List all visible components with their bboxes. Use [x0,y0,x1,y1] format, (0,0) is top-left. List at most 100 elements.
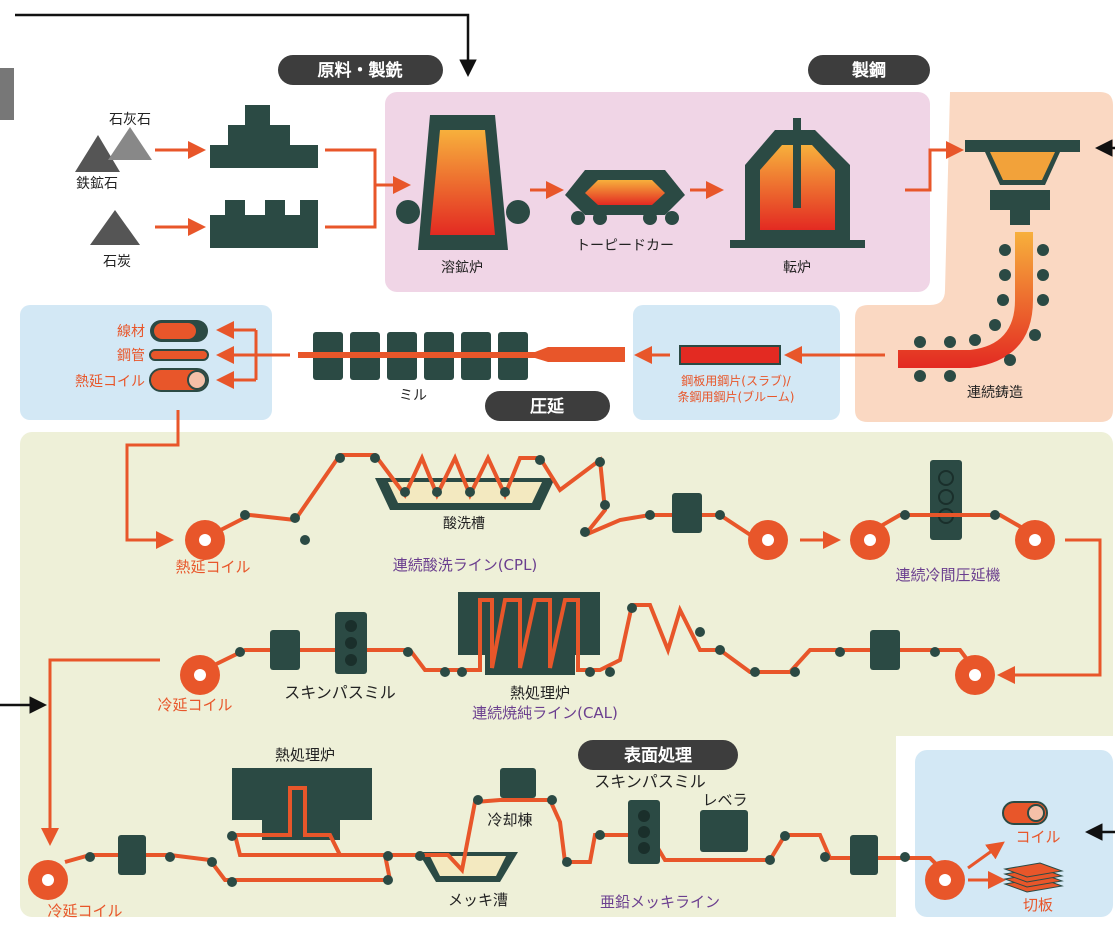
coal-label: 石炭 [103,254,131,270]
roller [432,487,442,497]
casting-roller [914,370,926,382]
roller [790,667,800,677]
roller [627,603,637,613]
iron-ore-pile-icon [75,135,120,172]
roller [580,527,590,537]
cut-sheet-icon [1003,862,1064,893]
blast-furnace-label: 溶鉱炉 [441,259,483,276]
roller [535,455,545,465]
casting-roller [914,336,926,348]
casting-roller [944,336,956,348]
cut-sheet-label: 切板 [1023,896,1053,914]
pill-raw-material [278,55,443,85]
roller [750,667,760,677]
label-steelmaking: 製鋼 [851,60,886,81]
roller [473,795,483,805]
hot-coil-label: 熱延コイル [75,374,145,390]
roller [240,510,250,520]
coil-output-label: コイル [1015,828,1060,846]
roller [595,830,605,840]
hot-products-zone [20,305,272,420]
skin-pass-stand [270,630,300,670]
output-zone [915,750,1113,917]
coil-center [939,874,951,886]
sintering-plant-icon [210,105,318,168]
roller [370,453,380,463]
pickling-line [185,452,788,560]
roller [990,510,1000,520]
galv-stand [850,835,878,875]
pickling-hot-coil-label: 熱延コイル [175,558,250,576]
label-surface: 表面処理 [624,745,692,766]
roller [335,453,345,463]
casting-roller [1029,329,1041,341]
roller [645,510,655,520]
coil-center [1029,534,1041,546]
blast-furnace-fire [430,130,495,235]
furnace-stove-right [506,200,530,224]
work-roll [638,810,650,822]
cal-stand [870,630,900,670]
arrow-to-coil [967,841,1005,870]
coil-center [194,669,206,681]
arrow-annealing-to-galvanizing [41,658,160,846]
roller [383,851,393,861]
roller [500,487,510,497]
work-roll [938,470,954,486]
casting-roller [944,370,956,382]
roller [290,513,300,523]
galvanizing-strip [64,786,952,882]
tundish-molten-steel [990,152,1055,180]
cooling-tower-label: 冷却棟 [487,811,532,829]
converter-base [730,240,865,248]
work-roll [345,637,357,649]
roller [235,647,245,657]
roller [300,535,310,545]
roller [715,510,725,520]
casting-roller [989,319,1001,331]
iron-ore-label: 鉄鉱石 [76,175,118,192]
roller [600,500,610,510]
pickling-strip [204,452,757,540]
annealing-skin-pass-label: スキンパスミル [284,683,396,702]
pill-rolling [485,391,610,421]
roller [585,667,595,677]
arrow-coke-to-furnace [325,185,377,229]
plating-zinc [430,856,506,876]
sheet-layer [1003,862,1064,878]
roller [227,877,237,887]
coil-output-end [1027,804,1045,822]
cold-rolling-mill [850,460,1055,560]
arrow-sinter-to-furnace [325,148,411,194]
roller [900,510,910,520]
slab-icon [679,345,781,365]
casting-mold [990,190,1050,225]
pill-surface [578,740,738,770]
mill-label: ミル [399,388,427,404]
pill-steelmaking [808,55,930,85]
roller [765,855,775,865]
coil-center [42,874,54,886]
roller [562,857,572,867]
annealing-furnace-label: 熱処理炉 [510,684,570,702]
converter-lance [793,118,801,208]
label-rolling: 圧延 [530,396,565,417]
roller [403,647,413,657]
roller [383,875,393,885]
hot-rolling-mill-icon [298,332,625,380]
coal-pile-icon [90,210,140,245]
galvanizing-line [28,768,965,900]
galv-line-label: 亜鉛メッキライン [600,893,720,911]
work-roll [638,826,650,838]
converter-label: 転炉 [783,260,811,276]
work-roll [345,654,357,666]
cold-mill-label: 連続冷間圧延機 [895,566,1000,584]
hot-strip [298,347,625,362]
torpedo-car-label: トーピードカー [576,238,674,254]
continuous-casting-label: 連続鋳造 [967,384,1023,401]
galvanizing-furnace [232,768,372,840]
work-roll [938,489,954,505]
torpedo-wheel [643,211,657,225]
leveler [700,810,748,852]
